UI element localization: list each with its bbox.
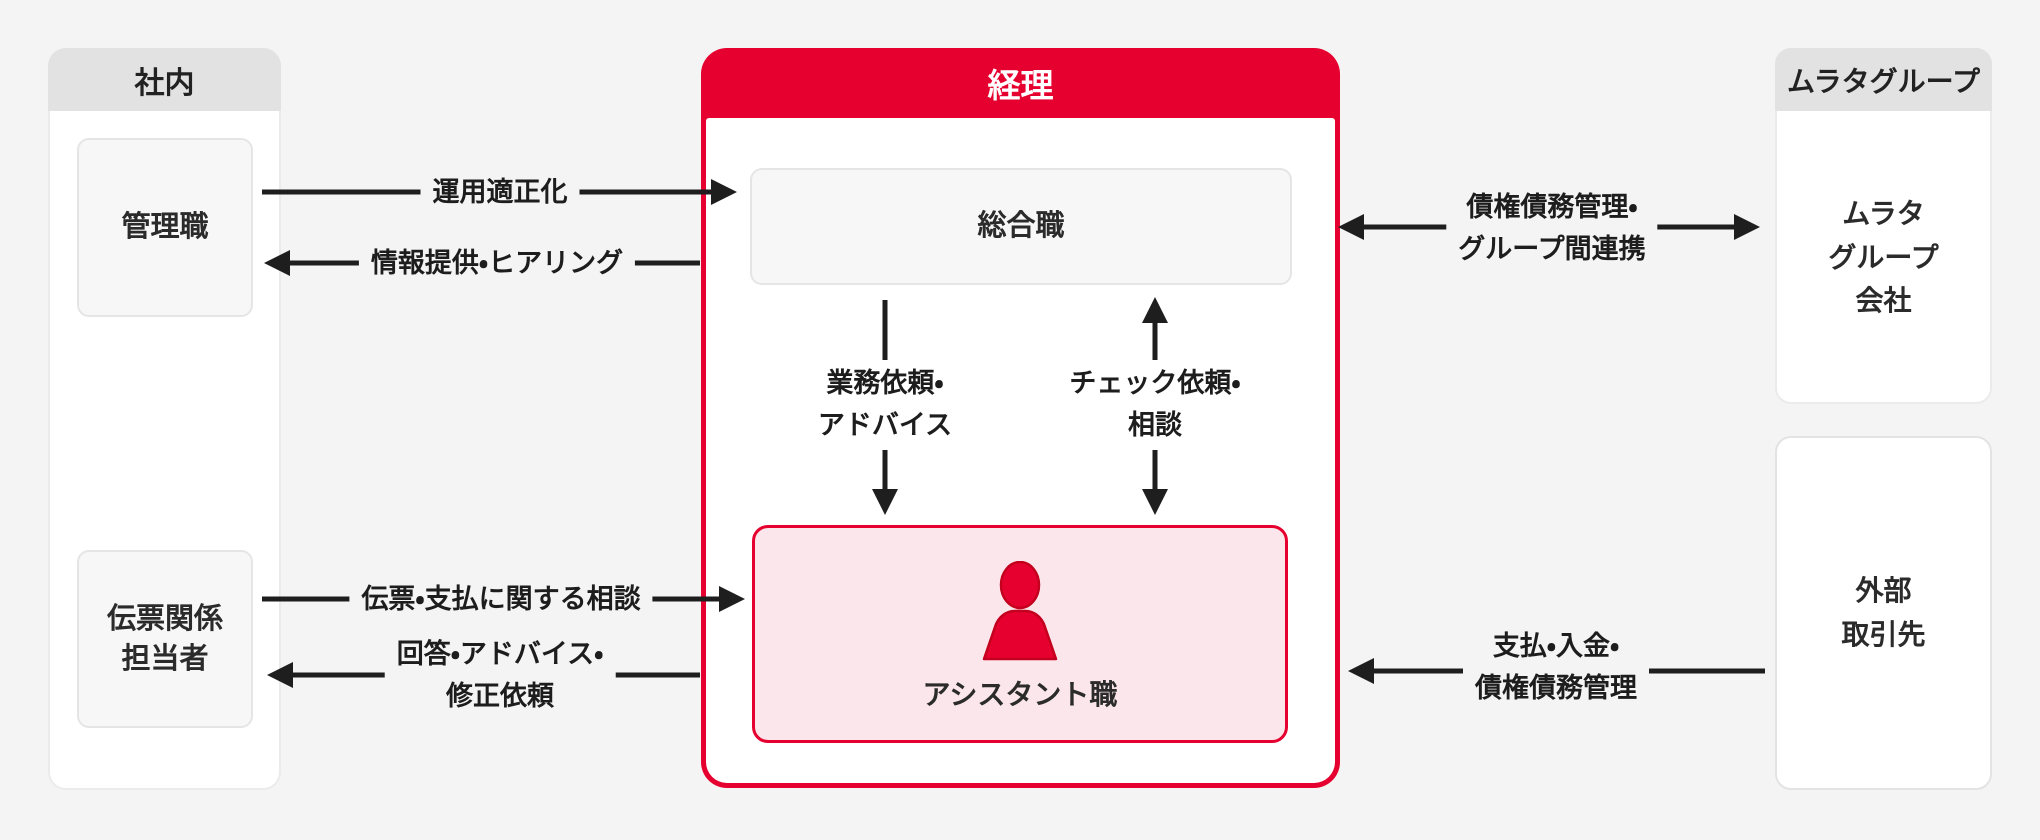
murata-group-header: ムラタグループ: [1775, 48, 1992, 111]
manager-label: 管理職: [121, 211, 209, 244]
label-info-provision-hearing: 情報提供・ヒアリング: [358, 241, 636, 285]
label-receivables-group-cooperation: 債権債務管理・ グループ間連携: [1446, 185, 1658, 271]
murata-group-title: ムラタグループ: [1787, 65, 1980, 97]
external-partner-label: 外部 取引先: [1841, 575, 1926, 650]
general-position-box: 総合職: [750, 168, 1292, 285]
accounting-title: 経理: [987, 67, 1054, 104]
label-payment-deposit-receivables: 支払・入金・ 債権債務管理: [1463, 624, 1649, 710]
label-work-request-advice: 業務依頼・ アドバイス: [805, 361, 965, 447]
assistant-position-label: アシスタント職: [922, 679, 1118, 710]
internal-column-title: 社内: [134, 66, 195, 100]
assistant-position-box: アシスタント職: [752, 525, 1288, 743]
internal-column: 社内 管理職 伝票関係 担当者: [48, 48, 281, 790]
voucher-staff-label: 伝票関係 担当者: [106, 602, 223, 675]
general-position-label: 総合職: [977, 210, 1065, 243]
label-answer-advice-correction: 回答・アドバイス・ 修正依頼: [384, 632, 616, 718]
voucher-staff-box: 伝票関係 担当者: [77, 550, 253, 728]
accounting-header: 経理: [701, 48, 1340, 118]
manager-box: 管理職: [77, 138, 253, 317]
person-icon: [982, 561, 1058, 661]
external-partner-box: 外部 取引先: [1775, 436, 1992, 790]
label-check-request-consult: チェック依頼・ 相談: [1057, 361, 1253, 447]
accounting-body: 総合職 アシスタント職: [706, 118, 1335, 783]
label-voucher-payment-consult: 伝票・支払に関する相談: [349, 577, 653, 621]
label-operation-optimization: 運用適正化: [420, 170, 580, 214]
murata-group-box: ムラタグループ ムラタ グループ 会社: [1775, 48, 1992, 404]
murata-company-label: ムラタ グループ 会社: [1828, 197, 1939, 317]
internal-column-header: 社内: [48, 48, 281, 111]
